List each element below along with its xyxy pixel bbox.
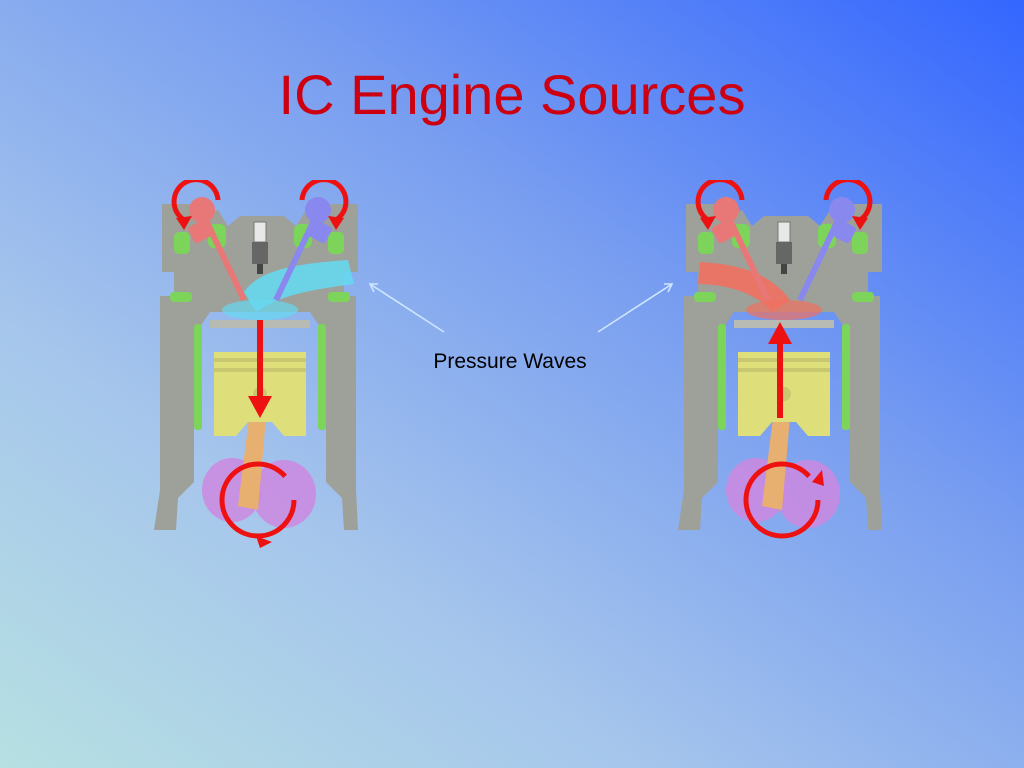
- combustion-chamber: [222, 300, 298, 320]
- engine-illustration: [678, 180, 882, 539]
- intake-valve-icon: [797, 197, 856, 302]
- engine-diagram-exhaust: [672, 180, 892, 550]
- valve-rotation-arrows: [171, 180, 349, 223]
- pointer-arrow-left: [368, 283, 445, 333]
- combustion-chamber: [746, 300, 822, 320]
- piston-motion-arrow: [768, 322, 792, 418]
- pointer-arrow-right: [597, 283, 674, 333]
- connecting-rod: [762, 394, 792, 510]
- piston-motion-arrow: [248, 320, 272, 418]
- valve-arrow-heads: [176, 216, 344, 230]
- pressure-waves-label: Pressure Waves: [433, 350, 587, 373]
- engine-illustration: [154, 180, 358, 548]
- exhaust-valve-icon: [188, 197, 247, 302]
- slide-title: IC Engine Sources: [278, 63, 746, 126]
- spark-plug-icon: [252, 221, 268, 274]
- crank-rotation-arrow: [219, 461, 297, 548]
- crank-rotation-arrow: [743, 461, 824, 539]
- connecting-rod: [238, 394, 268, 510]
- valve-rotation-arrows: [695, 180, 873, 223]
- intake-valve-icon: [273, 197, 332, 302]
- exhaust-valve-icon: [712, 197, 771, 302]
- valve-arrow-heads: [700, 216, 868, 230]
- spark-plug-icon: [776, 221, 792, 274]
- combustion-gas-flow: [244, 260, 354, 312]
- engine-diagram-intake: [148, 180, 368, 550]
